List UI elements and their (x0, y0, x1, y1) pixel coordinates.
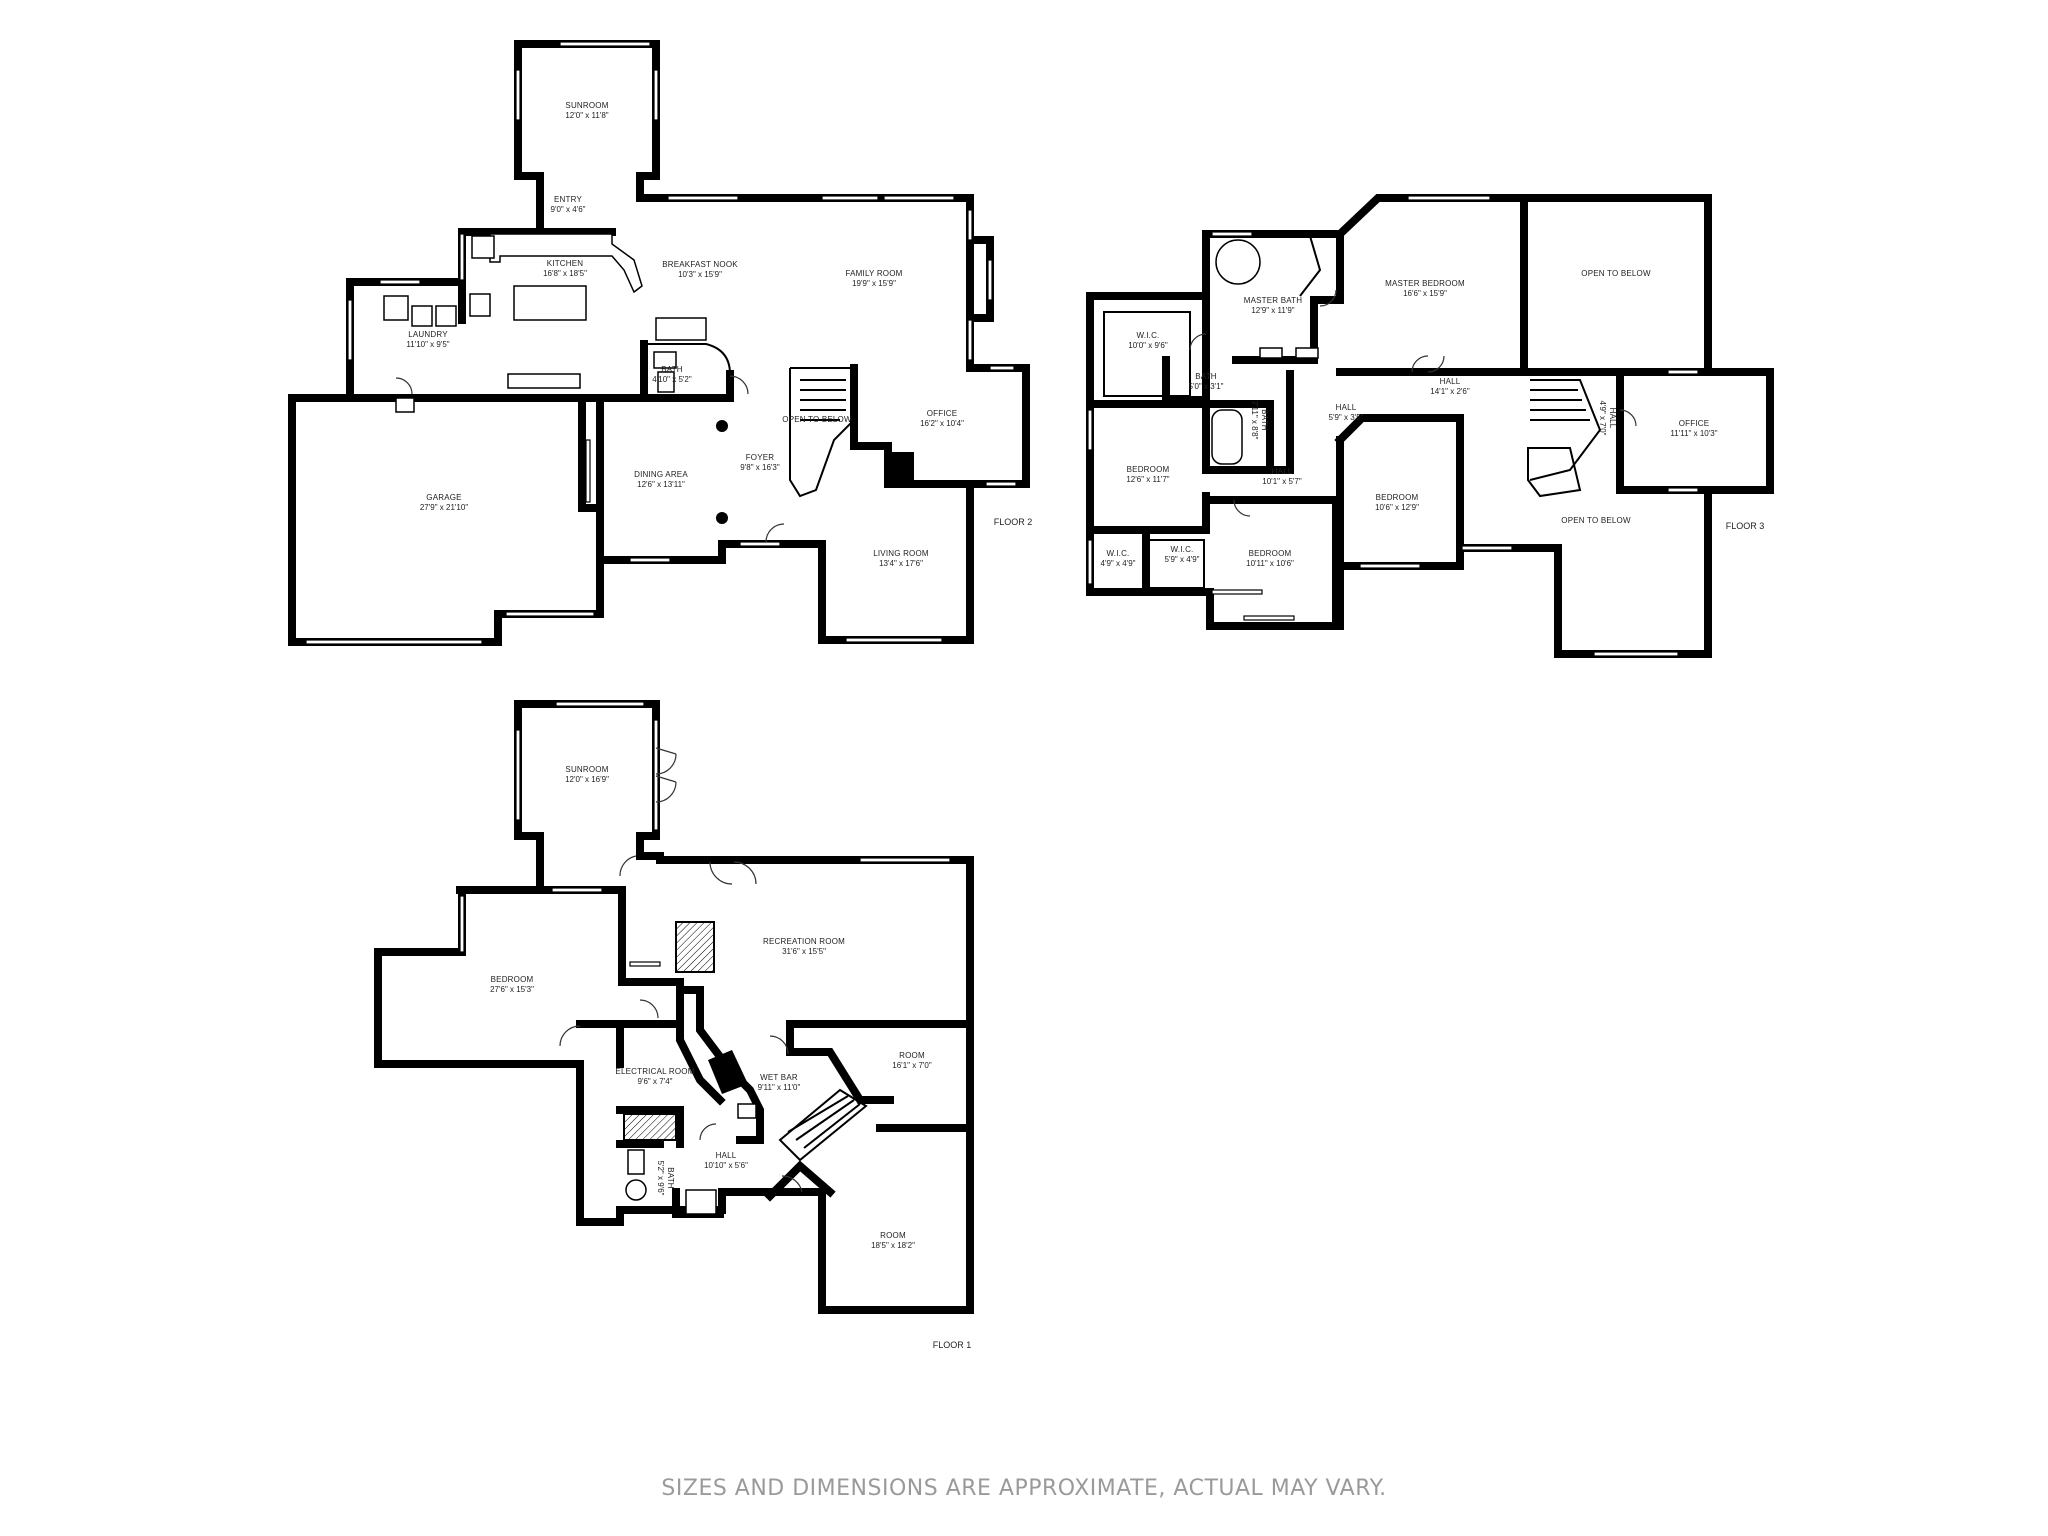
room-dims: 19'9" x 15'9" (852, 279, 896, 288)
room-name: W.I.C. (1137, 331, 1160, 340)
room-dims: 10'0" x 9'6" (1128, 341, 1168, 350)
room-name: ELECTRICAL ROOM (615, 1067, 694, 1076)
room-name: OFFICE (927, 409, 958, 418)
room-dims: 31'6" x 15'5" (782, 947, 826, 956)
room-dims: 9'11" x 11'0" (758, 1083, 801, 1092)
room-dims: 27'6" x 15'3" (490, 985, 534, 994)
room-name: W.I.C. (1171, 545, 1194, 554)
room-dims: 11'11" x 10'3" (1670, 429, 1717, 438)
floor-3-plan (1086, 194, 1774, 658)
room-dims: 4'10" x 5'2" (652, 375, 692, 384)
room-name: HALL (1440, 377, 1461, 386)
disclaimer-text: SIZES AND DIMENSIONS ARE APPROXIMATE, AC… (661, 1476, 1387, 1501)
room-name: BEDROOM (1127, 465, 1170, 474)
room-dims: 5'2" x 9'6" (656, 1161, 665, 1196)
room-name: MASTER BATH (1244, 296, 1303, 305)
room-dims: 5'9" x 3'5" (1329, 413, 1364, 422)
room-dims: 12'6" x 11'7" (1126, 475, 1169, 484)
room-name: OPEN TO BELOW (1581, 269, 1651, 278)
room-name: GARAGE (426, 493, 461, 502)
room-name: BREAKFAST NOOK (662, 260, 738, 269)
room-name: OFFICE (1679, 419, 1710, 428)
room-name: SUNROOM (565, 765, 608, 774)
floor-label-3: FLOOR 3 (1726, 521, 1765, 531)
room-dims: 10'3" x 15'9" (678, 270, 722, 279)
room-dims: 16'8" x 18'5" (543, 269, 587, 278)
room-dims: 5'9" x 4'9" (1165, 555, 1200, 564)
room-dims: 10'11" x 10'6" (1246, 559, 1294, 568)
room-name: BATH (1260, 409, 1269, 431)
room-name: LAUNDRY (408, 330, 448, 339)
room-dims: 10'6" x 12'9" (1375, 503, 1419, 512)
room-dims: 9'0" x 4'6" (551, 205, 586, 214)
room-name: OPEN TO BELOW (1561, 516, 1631, 525)
room-dims: 5'0" x 3'1" (1189, 382, 1224, 391)
room-name: BEDROOM (1376, 493, 1419, 502)
room-dims: 16'1" x 7'0" (892, 1061, 932, 1070)
room-name: BEDROOM (1249, 549, 1292, 558)
room-name: MASTER BEDROOM (1385, 279, 1465, 288)
room-dims: 16'6" x 15'9" (1403, 289, 1447, 298)
room-name: ENTRY (554, 195, 582, 204)
room-name: WET BAR (760, 1073, 798, 1082)
room-dims: 4'9" x 7'0" (1598, 401, 1607, 436)
room-name: LIVING ROOM (873, 549, 929, 558)
floor-2-plan (288, 40, 1030, 646)
room-dims: 14'1" x 2'6" (1430, 387, 1470, 396)
room-dims: 12'0" x 11'8" (565, 111, 608, 120)
room-name: HALL (1272, 467, 1293, 476)
room-dims: 10'10" x 5'6" (704, 1161, 748, 1170)
room-dims: 7'11" x 8'8" (1250, 401, 1259, 440)
floor-1-plan (374, 700, 974, 1314)
room-name: KITCHEN (547, 259, 584, 268)
room-dims: 9'6" x 7'4" (638, 1077, 673, 1086)
room-name: HALL (1608, 408, 1617, 429)
room-name: HALL (1336, 403, 1357, 412)
room-name: HALL (716, 1151, 737, 1160)
room-dims: 11'10" x 9'5" (406, 340, 449, 349)
room-name: FAMILY ROOM (845, 269, 902, 278)
room-name: SUNROOM (565, 101, 608, 110)
room-dims: 10'1" x 5'7" (1262, 477, 1302, 486)
room-name: BATH (661, 365, 683, 374)
room-dims: 13'4" x 17'6" (879, 559, 923, 568)
room-dims: 12'6" x 13'11" (637, 480, 685, 489)
room-name: BATH (1195, 372, 1217, 381)
room-dims: 4'9" x 4'9" (1101, 559, 1136, 568)
room-name: OPEN TO BELOW (782, 415, 852, 424)
room-name: ROOM (880, 1231, 906, 1240)
room-labels: SUNROOM 12'0" x 11'8" ENTRY 9'0" x 4'6" … (406, 101, 1764, 1350)
room-dims: 12'9" x 11'9" (1251, 306, 1294, 315)
room-name: ROOM (899, 1051, 925, 1060)
room-name: DINING AREA (634, 470, 688, 479)
room-name: W.I.C. (1107, 549, 1130, 558)
room-dims: 12'0" x 16'9" (565, 775, 609, 784)
room-dims: 18'5" x 18'2" (871, 1241, 915, 1250)
room-dims: 16'2" x 10'4" (920, 419, 964, 428)
room-dims: 9'8" x 16'3" (740, 463, 780, 472)
room-name: RECREATION ROOM (763, 937, 845, 946)
room-name: FOYER (746, 453, 775, 462)
floor-label-1: FLOOR 1 (933, 1340, 972, 1350)
room-name: BEDROOM (491, 975, 534, 984)
floor-label-2: FLOOR 2 (994, 517, 1033, 527)
room-name: BATH (666, 1167, 675, 1189)
room-dims: 27'9" x 21'10" (420, 503, 468, 512)
